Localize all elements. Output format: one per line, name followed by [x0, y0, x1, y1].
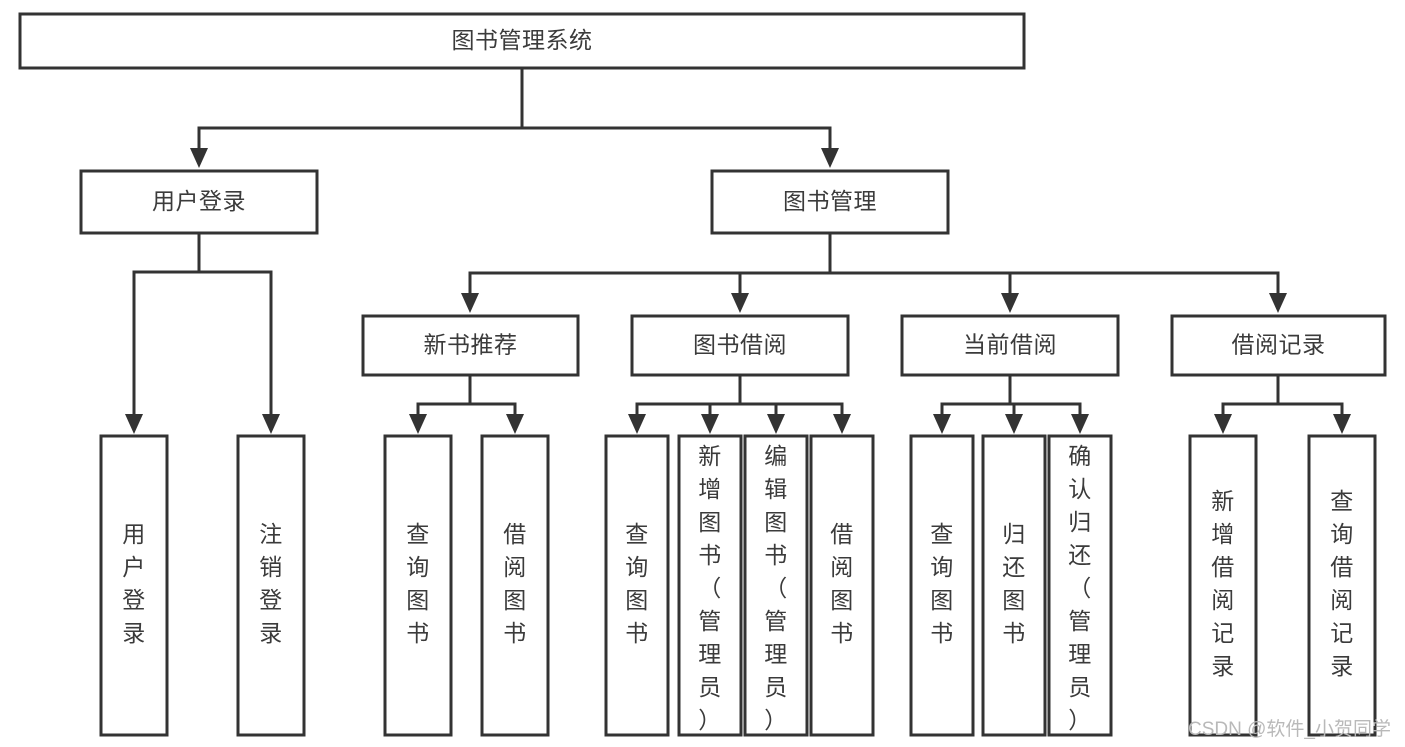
node-label: 查询借阅记录: [1330, 488, 1354, 679]
node-box: [1170, 314, 1387, 377]
arrow-head-layer: [125, 148, 1351, 434]
arrow-head-icon: [262, 414, 280, 434]
node-box: [1188, 434, 1258, 737]
node-label: 查询图书: [625, 521, 649, 646]
node-leaf-borrow-book[interactable]: 借阅图书: [809, 434, 875, 737]
node-label: 注销登录: [259, 521, 283, 646]
node-label: 借阅图书: [503, 521, 527, 646]
node-box: [236, 434, 306, 737]
node-label: 编辑图书（管理员）: [764, 443, 788, 733]
node-box: [18, 12, 1026, 70]
node-leaf-confirm-return-admin[interactable]: 确认归还（管理员）: [1047, 434, 1113, 737]
node-box: [79, 169, 319, 235]
node-box: [809, 434, 875, 737]
node-label: 新增借阅记录: [1211, 488, 1235, 679]
arrow-head-icon: [1333, 414, 1351, 434]
arrow-head-icon: [821, 148, 839, 168]
node-box: [99, 434, 169, 737]
node-box: [630, 314, 850, 377]
node-user-login[interactable]: 用户登录: [79, 169, 319, 235]
arrow-head-icon: [461, 293, 479, 313]
arrow-head-icon: [933, 414, 951, 434]
node-label: 新增图书（管理员）: [698, 443, 722, 733]
node-root[interactable]: 图书管理系统: [18, 12, 1026, 70]
node-leaf-borrow-book-new[interactable]: 借阅图书: [480, 434, 550, 737]
arrow-head-icon: [125, 414, 143, 434]
arrow-head-icon: [190, 148, 208, 168]
node-box: [743, 434, 809, 737]
arrow-head-icon: [628, 414, 646, 434]
node-book-borrow[interactable]: 图书借阅: [630, 314, 850, 377]
node-box: [480, 434, 550, 737]
node-box: [981, 434, 1047, 737]
arrow-head-icon: [731, 293, 749, 313]
node-box: [900, 314, 1120, 377]
node-leaf-add-borrow-record[interactable]: 新增借阅记录: [1188, 434, 1258, 737]
node-borrow-record[interactable]: 借阅记录: [1170, 314, 1387, 377]
node-leaf-query-book-borrow[interactable]: 查询图书: [604, 434, 670, 737]
node-label: 查询图书: [930, 521, 954, 646]
node-label: 用户登录: [122, 521, 146, 646]
node-label: 借阅记录: [1232, 332, 1326, 358]
node-layer: 图书管理系统用户登录图书管理新书推荐图书借阅当前借阅借阅记录用户登录注销登录查询…: [18, 12, 1387, 737]
arrow-head-icon: [506, 414, 524, 434]
node-label: 当前借阅: [963, 332, 1057, 358]
node-label: 确认归还（管理员）: [1068, 443, 1092, 733]
arrow-head-icon: [1071, 414, 1089, 434]
node-leaf-query-book-current[interactable]: 查询图书: [909, 434, 975, 737]
node-leaf-logout[interactable]: 注销登录: [236, 434, 306, 737]
node-leaf-add-book-admin[interactable]: 新增图书（管理员）: [677, 434, 743, 737]
node-box: [909, 434, 975, 737]
arrow-head-icon: [1269, 293, 1287, 313]
arrow-head-icon: [1214, 414, 1232, 434]
node-label: 用户登录: [152, 188, 246, 214]
node-label: 查询图书: [406, 521, 430, 646]
arrow-head-icon: [1005, 414, 1023, 434]
node-leaf-return-book[interactable]: 归还图书: [981, 434, 1047, 737]
node-label: 借阅图书: [830, 521, 854, 646]
node-label: 图书管理: [783, 188, 877, 214]
node-leaf-user-login[interactable]: 用户登录: [99, 434, 169, 737]
node-box: [361, 314, 580, 377]
node-leaf-query-book-new[interactable]: 查询图书: [383, 434, 453, 737]
node-book-management[interactable]: 图书管理: [710, 169, 950, 235]
node-label: 归还图书: [1002, 521, 1026, 646]
node-box: [1047, 434, 1113, 737]
arrow-head-icon: [767, 414, 785, 434]
node-box: [710, 169, 950, 235]
node-new-book-recommend[interactable]: 新书推荐: [361, 314, 580, 377]
node-box: [1307, 434, 1377, 737]
node-box: [383, 434, 453, 737]
arrow-head-icon: [833, 414, 851, 434]
node-leaf-edit-book-admin[interactable]: 编辑图书（管理员）: [743, 434, 809, 737]
arrow-head-icon: [1001, 293, 1019, 313]
node-box: [604, 434, 670, 737]
node-label: 新书推荐: [424, 332, 518, 358]
node-current-borrow[interactable]: 当前借阅: [900, 314, 1120, 377]
node-leaf-query-borrow-record[interactable]: 查询借阅记录: [1307, 434, 1377, 737]
node-box: [677, 434, 743, 737]
arrow-head-icon: [701, 414, 719, 434]
node-label: 图书管理系统: [452, 27, 593, 53]
node-label: 图书借阅: [693, 332, 787, 358]
arrow-head-icon: [409, 414, 427, 434]
